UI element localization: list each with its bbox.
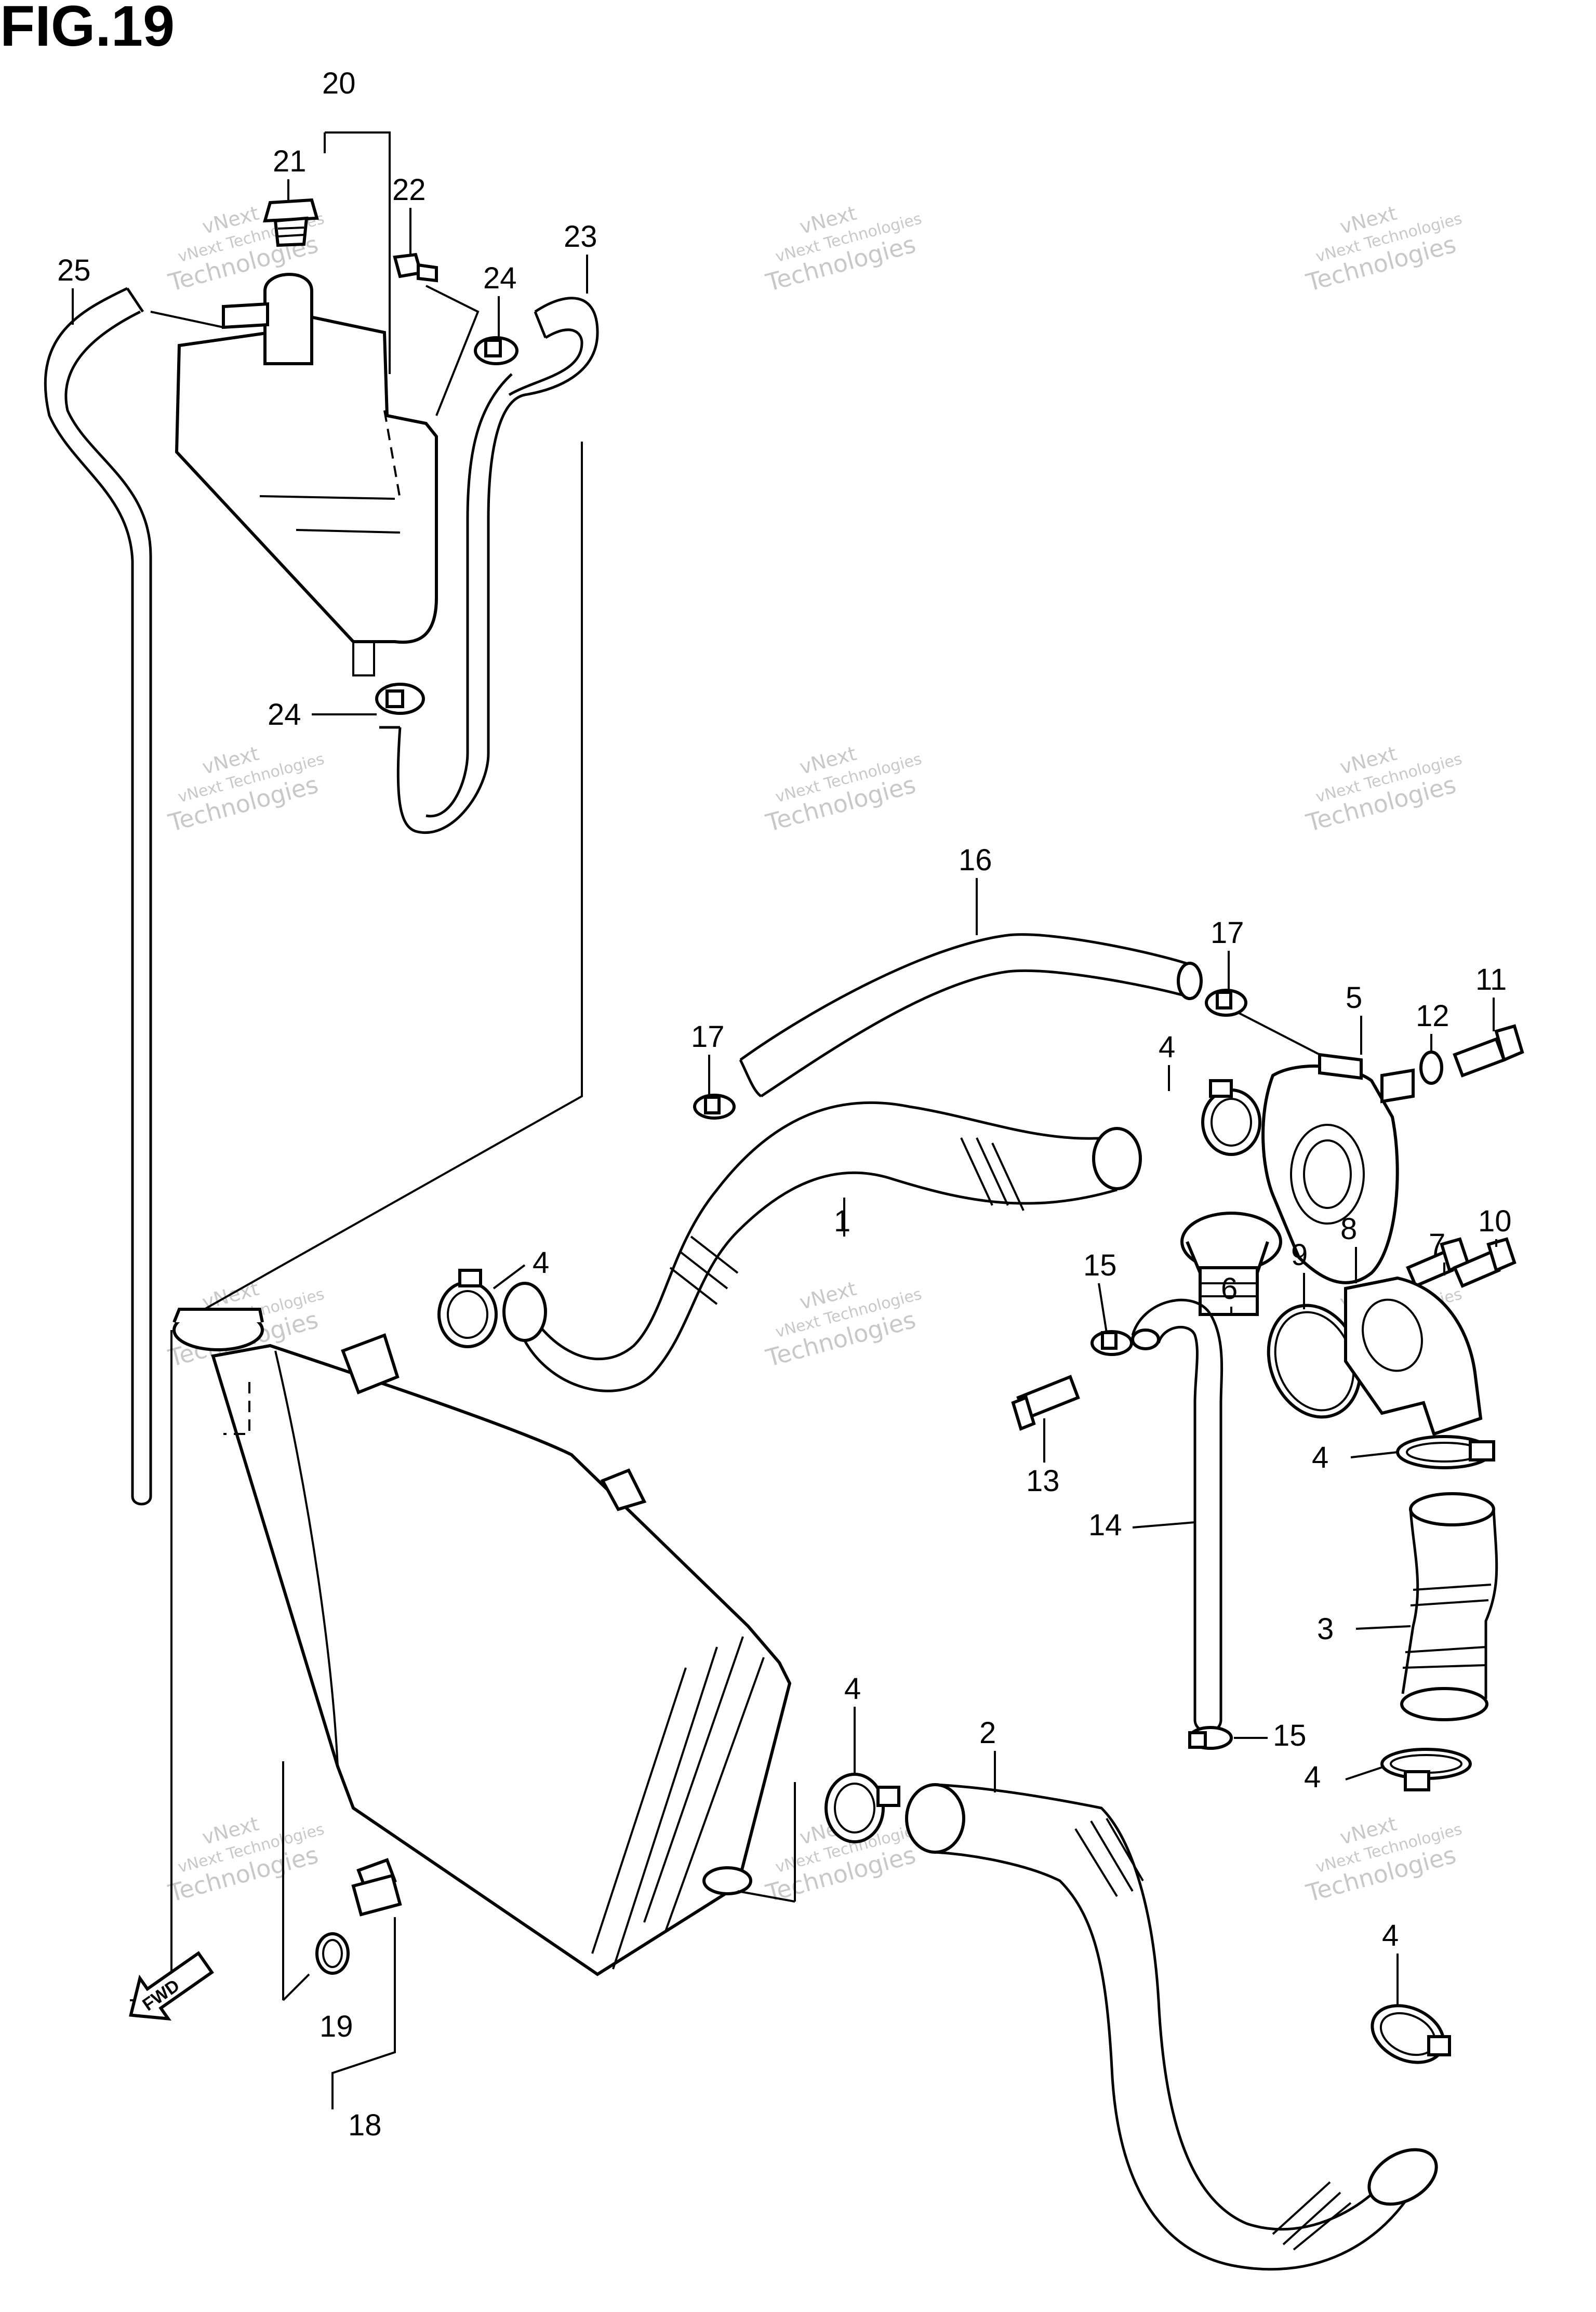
- callout-labels: 20 21 22 23 24 25 24 16 17 17 5 12 11 4 …: [57, 67, 1512, 2142]
- bolt-part-11: [1453, 1024, 1524, 1078]
- outlet-hose-part-3: [1400, 1492, 1498, 1721]
- bolt-part-7: [1406, 1237, 1470, 1288]
- watermark-bottom-right: vNext vNext Technologies Technologies: [1303, 1812, 1464, 1908]
- breather-hose-part-23: [379, 297, 599, 834]
- reservoir-cap-part-21: [262, 198, 319, 247]
- watermark-center-center: vNext vNext Technologies Technologies: [763, 1277, 924, 1373]
- watermark-mid-left: vNext vNext Technologies Technologies: [165, 742, 326, 838]
- callout-9: 9: [1291, 1238, 1308, 1272]
- hose-clamp-part-4-f: [1371, 2004, 1451, 2064]
- callout-4-top: 4: [1159, 1030, 1175, 1064]
- leader-line-20: [325, 131, 391, 374]
- hose-clamp-part-4-c: [1396, 1435, 1495, 1469]
- upper-radiator-hose-part-1: [502, 1101, 1142, 1392]
- radiator-assembly: [172, 1308, 792, 1976]
- watermark-top-right: vNext vNext Technologies Technologies: [1303, 202, 1464, 297]
- watermark-mid-center: vNext vNext Technologies Technologies: [763, 742, 924, 838]
- leader-line-17: [1239, 1012, 1331, 1061]
- bypass-hose-part-16: [739, 933, 1203, 1098]
- clamp-part-24-upper: [474, 336, 518, 365]
- callout-7: 7: [1429, 1228, 1445, 1261]
- callout-21: 21: [273, 144, 307, 178]
- thermostat-housing-part-5: [1261, 1053, 1415, 1284]
- callout-24-upper: 24: [483, 261, 517, 295]
- washer-part-19: [315, 1932, 350, 1975]
- callout-leaders: [72, 179, 1497, 2005]
- leader-line-19: [282, 1761, 310, 2001]
- callout-18: 18: [348, 2108, 382, 2142]
- bypass-hose-part-14: [1131, 1298, 1223, 1733]
- forward-direction-badge: FWD: [129, 1951, 214, 2021]
- lower-radiator-hose-part-2: [905, 1783, 1438, 2271]
- callout-3: 3: [1317, 1612, 1334, 1646]
- thermostat-part-6: [1180, 1212, 1282, 1316]
- leader-line-18: [331, 1917, 396, 2109]
- callout-4-left: 4: [533, 1246, 549, 1280]
- watermark-top-center: vNext vNext Technologies Technologies: [763, 202, 924, 297]
- callout-15-upper: 15: [1083, 1248, 1117, 1282]
- callout-16: 16: [959, 843, 992, 877]
- leader-line-lower-hose: [737, 1782, 796, 1903]
- bolt-part-10: [1453, 1237, 1517, 1288]
- callout-8: 8: [1340, 1212, 1357, 1246]
- callout-13: 13: [1026, 1464, 1060, 1498]
- callout-22: 22: [392, 173, 426, 207]
- union-fitting-part-13: [1011, 1375, 1080, 1431]
- callout-15-lower: 15: [1273, 1719, 1307, 1752]
- callout-25: 25: [57, 254, 91, 287]
- clamp-part-17-left: [693, 1094, 736, 1120]
- clamp-part-24-lower: [375, 683, 425, 715]
- callout-23: 23: [564, 220, 597, 254]
- callout-4-bottom-right: 4: [1304, 1760, 1321, 1794]
- drain-plug-part-18: [351, 1858, 402, 1917]
- callout-5: 5: [1346, 981, 1362, 1015]
- washer-part-12: [1419, 1051, 1443, 1085]
- callout-14: 14: [1088, 1508, 1122, 1542]
- water-outlet-part-8: [1344, 1276, 1483, 1436]
- watermark-mid-right: vNext vNext Technologies Technologies: [1303, 742, 1464, 838]
- figure-title: FIG.19: [0, 0, 175, 58]
- callout-12: 12: [1416, 999, 1449, 1033]
- clamp-part-15-upper: [1090, 1330, 1133, 1356]
- hose-clamp-part-4-a: [437, 1269, 498, 1348]
- callout-24-lower: 24: [268, 698, 301, 732]
- callout-6: 6: [1221, 1272, 1238, 1306]
- reservoir-tank-part-20: [150, 273, 438, 676]
- callout-11: 11: [1475, 963, 1507, 996]
- bolt-part-22: [393, 253, 480, 416]
- hose-clamp-part-4-d: [1380, 1748, 1472, 1791]
- hose-clamp-part-4-b: [1201, 1079, 1261, 1156]
- hose-clamp-part-4-e: [824, 1773, 900, 1843]
- callout-4-right: 4: [1312, 1441, 1328, 1474]
- callout-4-far: 4: [1382, 1919, 1399, 1952]
- callout-20: 20: [322, 67, 356, 100]
- leader-line-23-rail: [176, 442, 583, 1326]
- callout-4-lower: 4: [844, 1672, 861, 1706]
- callout-17-right: 17: [1211, 916, 1244, 950]
- callout-1: 1: [834, 1204, 850, 1238]
- callout-19: 19: [320, 2010, 353, 2043]
- clamp-part-17-right: [1205, 989, 1247, 1017]
- callout-2: 2: [979, 1716, 996, 1750]
- overflow-hose-part-25: [44, 287, 152, 1506]
- callout-17-left: 17: [691, 1020, 725, 1054]
- clamp-part-15-lower: [1188, 1726, 1233, 1750]
- callout-10: 10: [1478, 1204, 1512, 1238]
- watermark-bottom-left: vNext vNext Technologies Technologies: [165, 1812, 326, 1908]
